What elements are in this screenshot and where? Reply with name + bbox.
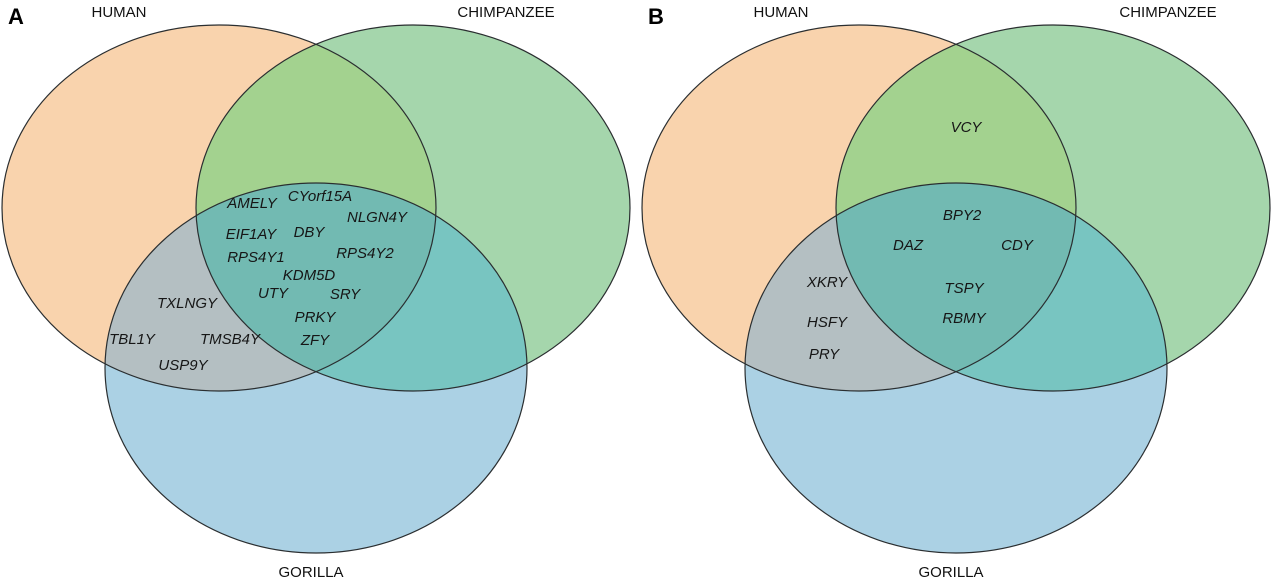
gene-label: XKRY xyxy=(806,274,848,291)
gene-label: AMELY xyxy=(226,195,277,212)
gene-label: SRY xyxy=(330,286,361,303)
human-outline xyxy=(1,24,437,392)
species-label-chimpanzee: CHIMPANZEE xyxy=(1119,4,1216,21)
gene-label: NLGN4Y xyxy=(347,209,408,226)
species-label-human: HUMAN xyxy=(754,4,809,21)
panel-letter: A xyxy=(8,4,24,29)
species-label-gorilla: GORILLA xyxy=(278,564,343,581)
gene-label: RPS4Y2 xyxy=(336,245,394,262)
gene-label: UTY xyxy=(258,285,289,302)
gene-label: CYorf15A xyxy=(288,188,352,205)
gene-label: HSFY xyxy=(807,314,848,331)
gene-label: RBMY xyxy=(942,310,986,327)
gene-label: DAZ xyxy=(893,237,924,254)
gene-label: TMSB4Y xyxy=(200,331,261,348)
venn-panel-A: A HUMAN CHIMPANZEE GORILLA CYorf15A AMELY NLGN… xyxy=(1,4,631,581)
gene-label: EIF1AY xyxy=(226,226,278,243)
gene-label: PRKY xyxy=(295,309,337,326)
species-label-human: HUMAN xyxy=(92,4,147,21)
species-label-chimpanzee: CHIMPANZEE xyxy=(457,4,554,21)
gene-label: USP9Y xyxy=(158,357,208,374)
gene-label: PRY xyxy=(809,346,840,363)
chimpanzee-outline xyxy=(835,24,1271,392)
chimpanzee-outline xyxy=(195,24,631,392)
gene-label: DBY xyxy=(294,224,326,241)
gene-label: VCY xyxy=(951,119,983,136)
gorilla-outline xyxy=(744,182,1168,554)
gene-label: CDY xyxy=(1001,237,1034,254)
gene-label: KDM5D xyxy=(283,267,336,284)
human-outline xyxy=(641,24,1077,392)
gene-label: RPS4Y1 xyxy=(227,249,285,266)
gene-label: TBL1Y xyxy=(109,331,156,348)
gorilla-outline xyxy=(104,182,528,554)
gene-label: BPY2 xyxy=(943,207,982,224)
gene-label: TSPY xyxy=(944,280,984,297)
species-label-gorilla: GORILLA xyxy=(918,564,983,581)
gene-label: TXLNGY xyxy=(157,295,218,312)
gene-label: ZFY xyxy=(300,332,330,349)
panel-letter: B xyxy=(648,4,664,29)
